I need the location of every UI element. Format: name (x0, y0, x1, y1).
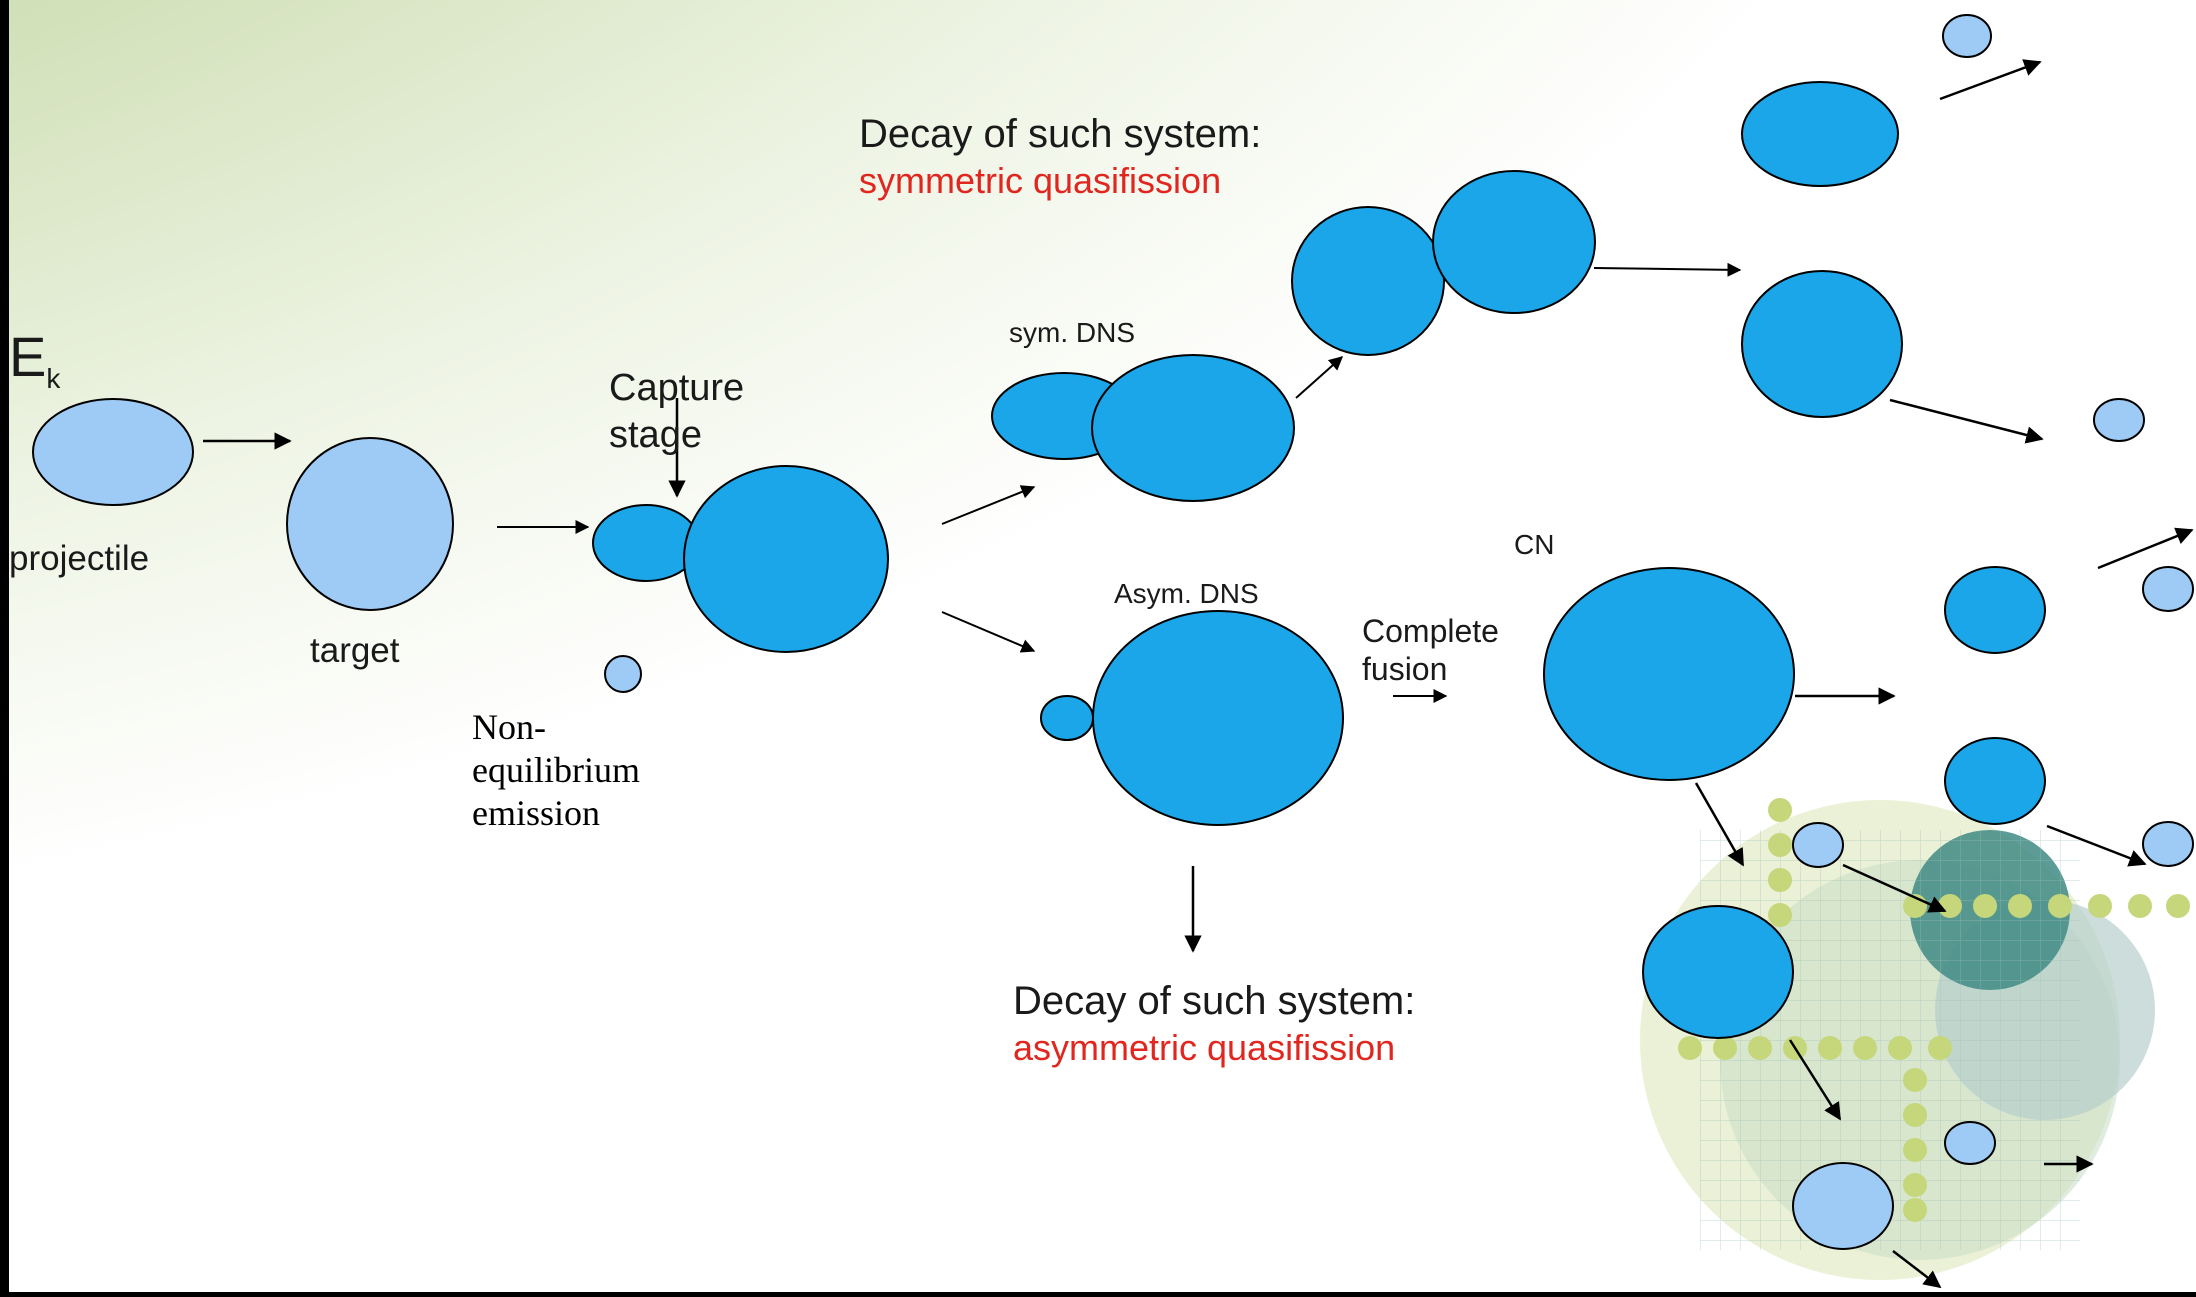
fragment-cascade-small-3 (1793, 1163, 1893, 1249)
decay-asym-subtitle: asymmetric quasifission (1013, 1027, 1395, 1068)
capture-large-nucleus (684, 466, 888, 652)
decay-asym-title: Decay of such system: (1013, 979, 1415, 1023)
cn-label: CN (1514, 529, 1554, 560)
fragment-cascade-small-1 (1793, 823, 1843, 867)
nonequil-label-line3: emission (472, 793, 600, 833)
projectile-nucleus (33, 399, 193, 505)
capture-small-nucleus (593, 505, 699, 581)
decay-sym-subtitle: symmetric quasifission (859, 160, 1221, 201)
left-frame-bar (0, 0, 9, 1297)
asym-dns-large-nucleus (1093, 611, 1343, 825)
nonequil-label-line2: equilibrium (472, 750, 640, 790)
fragment-mid-small (2094, 399, 2144, 441)
emitted-particle (605, 656, 641, 692)
target-label: target (310, 631, 400, 670)
capture-label-line1: Capture (609, 367, 744, 409)
sym-qf-right-nucleus (1433, 171, 1595, 313)
fragment-right-small-2 (2143, 822, 2193, 866)
fragment-right-large-1 (1945, 567, 2045, 653)
fragment-right-small-1 (2143, 567, 2193, 611)
capture-label-line2: stage (609, 414, 702, 456)
sym-qf-left-nucleus (1292, 207, 1444, 355)
fragment-cascade-small-2 (1945, 1122, 1995, 1164)
complete-fusion-line1: Complete (1362, 613, 1499, 649)
nonequil-label-line1: Non- (472, 707, 546, 747)
fragment-cascade-large (1643, 906, 1793, 1038)
target-nucleus (287, 438, 453, 610)
fragment-mid-large (1742, 271, 1902, 417)
asym-dns-label: Asym. DNS (1114, 578, 1259, 609)
projectile-label: projectile (9, 539, 149, 578)
decay-sym-title: Decay of such system: (859, 112, 1261, 156)
sym-dns-label: sym. DNS (1009, 317, 1135, 348)
fragment-top-large (1742, 82, 1898, 186)
compound-nucleus (1544, 568, 1794, 780)
fragment-top-small (1943, 15, 1991, 57)
bottom-frame-bar (0, 1292, 2196, 1297)
fragment-right-large-2 (1945, 738, 2045, 824)
complete-fusion-line2: fusion (1362, 651, 1447, 687)
asym-dns-small-nucleus (1041, 696, 1093, 740)
sym-dns-right-nucleus (1092, 355, 1294, 501)
